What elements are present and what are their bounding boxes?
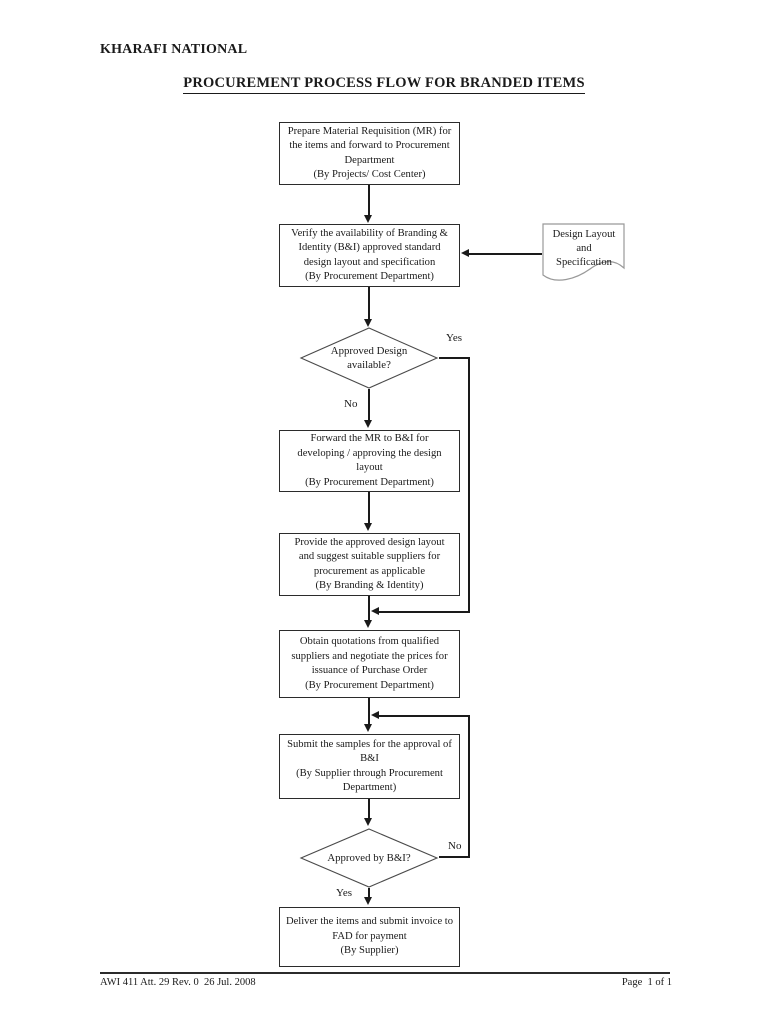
connector-yes-branch-merge [379,611,470,613]
arrowhead-yes-merge [371,607,379,615]
decision-diamond-design-available: Approved Design available? [298,326,440,390]
arrowhead-box6 [364,724,372,732]
connector-no-loop-up [468,715,470,858]
footer-document-ref: AWI 411 Att. 29 Rev. 0 26 Jul. 2008 [100,977,256,988]
branch-label-no-bi: No [448,840,462,852]
decision-label-approved-by-bi: Approved by B&I? [327,852,411,864]
branch-label-no-design: No [344,398,358,410]
process-box-provide-layout: Provide the approved design layout and s… [279,533,460,596]
branch-label-yes-bi: Yes [336,887,353,899]
footer-page-number: Page 1 of 1 [621,977,672,988]
process-box-submit-samples: Submit the samples for the approval of B… [279,734,460,799]
connector-yes-branch-out [439,357,470,359]
connector-box2-diamond1 [368,287,370,319]
connector-box3-box4 [368,492,370,523]
connector-box1-box2 [368,185,370,215]
document-shape-icon [542,223,625,281]
arrowhead-box2 [364,215,372,223]
title-row: PROCUREMENT PROCESS FLOW FOR BRANDED ITE… [0,74,768,94]
document-shape-design-layout: Design Layout and Specification [542,223,626,287]
arrowhead-box7 [364,897,372,905]
connector-box5-box6 [368,698,370,724]
page-title: PROCUREMENT PROCESS FLOW FOR BRANDED ITE… [183,75,585,94]
connector-no-loop-out [439,856,470,858]
arrowhead-no-merge [371,711,379,719]
connector-diamond1-box3 [368,389,370,420]
arrowhead-box5 [364,620,372,628]
connector-diamond2-box7 [368,888,370,897]
diamond-outline-icon [299,327,439,389]
process-box-deliver-items: Deliver the items and submit invoice to … [279,907,460,967]
connector-yes-branch-down [468,357,470,613]
company-name: KHARAFI NATIONAL [100,42,248,57]
arrowhead-doc-box2 [461,249,469,257]
arrowhead-box3 [364,420,372,428]
footer-rule [100,972,670,974]
arrowhead-diamond1 [364,319,372,327]
connector-box6-diamond2 [368,799,370,818]
process-box-forward-mr: Forward the MR to B&I for developing / a… [279,430,460,492]
process-box-verify-design: Verify the availability of Branding & Id… [279,224,460,287]
process-box-prepare-mr: Prepare Material Requisition (MR) for th… [279,122,460,185]
connector-box4-box5 [368,596,370,620]
process-box-obtain-quotes: Obtain quotations from qualified supplie… [279,630,460,698]
branch-label-yes-design: Yes [446,332,463,344]
connector-doc-box2 [469,253,542,255]
arrowhead-diamond2 [364,818,372,826]
diamond-outline-icon [299,828,439,888]
decision-label-design-available: Approved Design available? [330,345,408,371]
connector-no-loop-merge [379,715,470,717]
arrowhead-box4 [364,523,372,531]
document-shape-label: Design Layout and Specification [552,229,616,268]
decision-diamond-approved-by-bi: Approved by B&I? [298,827,440,889]
